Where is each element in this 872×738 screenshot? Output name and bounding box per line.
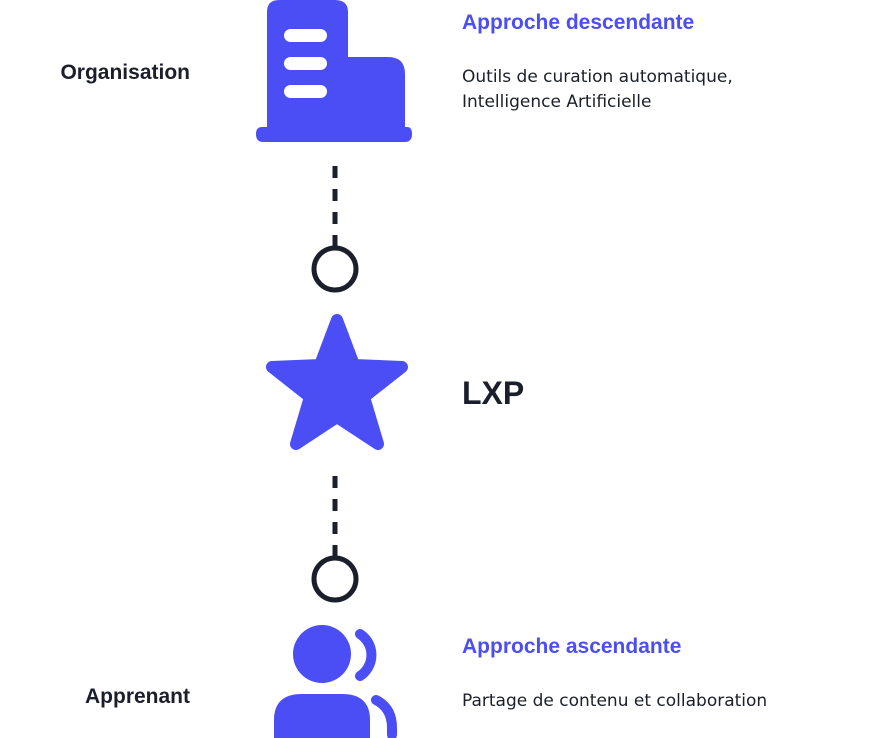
user-voice-icon (272, 622, 402, 738)
bottom-description: Partage de contenu et collaboration (462, 691, 768, 711)
connector-dashed-line-bottom (311, 470, 359, 604)
top-description: Outils de curation automatique, Intellig… (462, 65, 733, 115)
organisation-label: Organisation (60, 61, 190, 84)
top-description-line-1: Outils de curation automatique, (462, 67, 733, 87)
top-heading: Approche descendante (462, 11, 695, 34)
bottom-heading: Approche ascendante (462, 635, 682, 658)
star-icon (264, 314, 410, 456)
lxp-label: LXP (462, 375, 525, 411)
apprenant-label: Apprenant (85, 685, 190, 708)
top-description-line-2: Intelligence Artificielle (462, 92, 652, 112)
connector-dashed-line-top (311, 160, 359, 294)
building-icon (255, 0, 413, 143)
